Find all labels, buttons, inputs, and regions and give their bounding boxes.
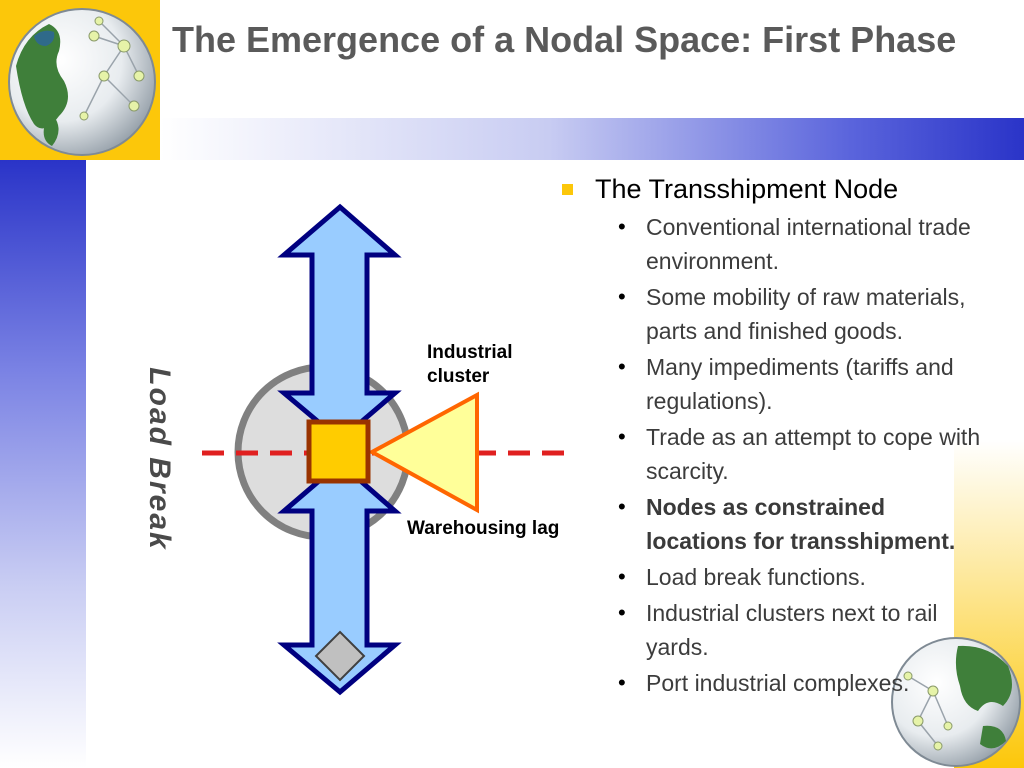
left-gradient-bar bbox=[0, 160, 86, 768]
bullet-text: Nodes as constrained locations for trans… bbox=[646, 494, 956, 554]
bullet-text: Some mobility of raw materials, parts an… bbox=[646, 284, 966, 344]
list-item: • Trade as an attempt to cope with scarci… bbox=[556, 420, 996, 488]
lower-double-arrow bbox=[277, 459, 402, 696]
bullet-dot-icon: • bbox=[618, 564, 626, 589]
list-item: • Many impediments (tariffs and regulatio… bbox=[556, 350, 996, 418]
square-bullet-icon bbox=[562, 184, 573, 195]
list-item: • Some mobility of raw materials, parts a… bbox=[556, 280, 996, 348]
slide-title: The Emergence of a Nodal Space: First Ph… bbox=[172, 19, 957, 60]
bullet-dot-icon: • bbox=[618, 494, 626, 519]
content-panel: The Transshipment Node • Conventional int… bbox=[556, 172, 996, 702]
bullet-text: Conventional international trade environ… bbox=[646, 214, 971, 274]
globe-icon bbox=[8, 8, 156, 156]
bullet-dot-icon: • bbox=[618, 284, 626, 309]
list-item: • Port industrial complexes. bbox=[556, 666, 996, 700]
section-heading-text: The Transshipment Node bbox=[595, 174, 899, 204]
bullet-text: Trade as an attempt to cope with scarcit… bbox=[646, 424, 981, 484]
bullet-text: Industrial clusters next to rail yards. bbox=[646, 600, 938, 660]
bullet-dot-icon: • bbox=[618, 214, 626, 239]
bullet-dot-icon: • bbox=[618, 600, 626, 625]
bullet-text: Many impediments (tariffs and regulation… bbox=[646, 354, 954, 414]
list-item: • Nodes as constrained locations for tran… bbox=[556, 490, 996, 558]
bullet-dot-icon: • bbox=[618, 670, 626, 695]
header-gradient-strip bbox=[160, 118, 1024, 160]
bullet-text: Port industrial complexes. bbox=[646, 670, 910, 696]
industrial-cluster-label: Industrial cluster bbox=[427, 342, 513, 387]
upper-double-arrow bbox=[277, 203, 402, 444]
warehousing-lag-label: Warehousing lag bbox=[407, 518, 560, 539]
bullet-dot-icon: • bbox=[618, 354, 626, 379]
terminal-diamond bbox=[314, 630, 366, 682]
list-item: • Industrial clusters next to rail yards. bbox=[556, 596, 996, 664]
bullet-text: Load break functions. bbox=[646, 564, 866, 590]
industrial-node-square bbox=[306, 419, 371, 484]
globe-icon bbox=[891, 637, 1021, 767]
bullet-dot-icon: • bbox=[618, 424, 626, 449]
warehousing-triangle bbox=[367, 391, 479, 514]
load-break-label: Load Break bbox=[143, 367, 176, 551]
bullet-list: • Conventional international trade enviro… bbox=[556, 210, 996, 700]
list-item: • Conventional international trade enviro… bbox=[556, 210, 996, 278]
list-item: • Load break functions. bbox=[556, 560, 996, 594]
section-heading: The Transshipment Node bbox=[556, 172, 996, 206]
